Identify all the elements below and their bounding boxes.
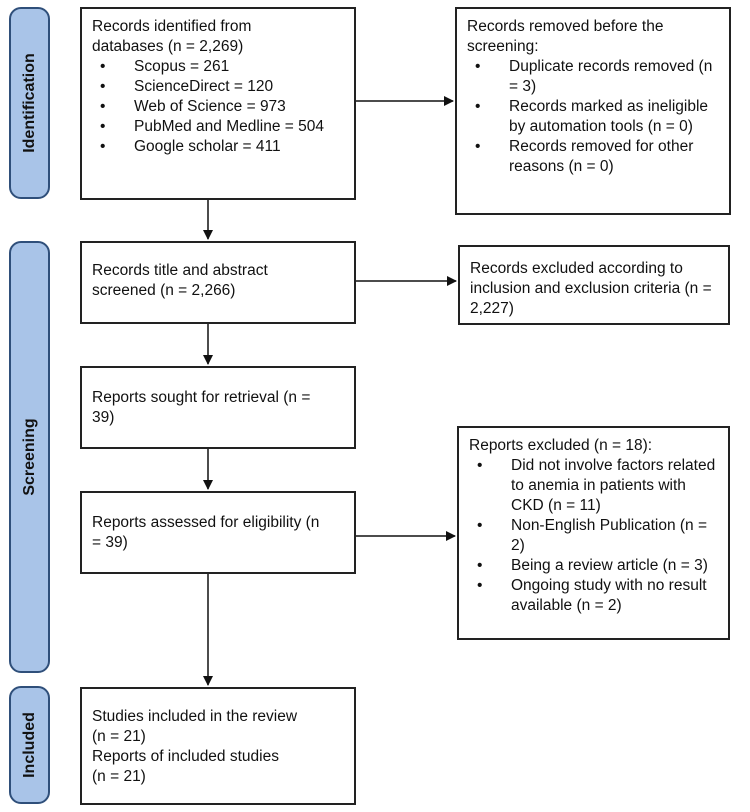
removed-list: Duplicate records removed (n = 3) Record… — [467, 57, 719, 177]
database-item: Google scholar = 411 — [92, 137, 344, 157]
removed-item: Records marked as ineligible by automati… — [467, 97, 719, 137]
reports-excluded-box: Reports excluded (n = 18): Did not invol… — [457, 426, 730, 640]
records-screened-text: Records title and abstract screened (n =… — [92, 262, 268, 299]
database-item: Scopus = 261 — [92, 57, 344, 77]
reports-excluded-list: Did not involve factors related to anemi… — [469, 456, 718, 616]
studies-included-line3: Reports of included studies — [92, 748, 279, 765]
studies-included-line1: Studies included in the review — [92, 708, 298, 725]
records-excluded-box: Records excluded according to inclusion … — [458, 245, 730, 325]
records-identified-title: Records identified from databases (n = 2… — [92, 18, 252, 55]
reports-assessed-text: Reports assessed for eligibility (n = 39… — [92, 514, 320, 551]
reports-excluded-item: Ongoing study with no result available (… — [469, 576, 718, 616]
studies-included-line4: (n = 21) — [92, 768, 146, 785]
records-removed-box: Records removed before the screening: Du… — [455, 7, 731, 215]
reports-excluded-title: Reports excluded (n = 18): — [469, 437, 653, 454]
reports-sought-box: Reports sought for retrieval (n = 39) — [80, 366, 356, 449]
removed-item: Records removed for other reasons (n = 0… — [467, 137, 719, 177]
records-screened-box: Records title and abstract screened (n =… — [80, 241, 356, 324]
database-item: ScienceDirect = 120 — [92, 77, 344, 97]
phase-screening: Screening — [9, 241, 50, 673]
phase-identification: Identification — [9, 7, 50, 199]
reports-excluded-item: Non-English Publication (n = 2) — [469, 516, 718, 556]
reports-excluded-item: Did not involve factors related to anemi… — [469, 456, 718, 516]
studies-included-line2: (n = 21) — [92, 728, 146, 745]
phase-included: Included — [9, 686, 50, 804]
database-item: Web of Science = 973 — [92, 97, 344, 117]
records-identified-box: Records identified from databases (n = 2… — [80, 7, 356, 200]
records-excluded-text: Records excluded according to inclusion … — [470, 260, 712, 317]
records-removed-title: Records removed before the screening: — [467, 18, 664, 55]
studies-included-box: Studies included in the review (n = 21) … — [80, 687, 356, 805]
database-item: PubMed and Medline = 504 — [92, 117, 344, 137]
reports-excluded-item: Being a review article (n = 3) — [469, 556, 718, 576]
reports-sought-text: Reports sought for retrieval (n = 39) — [92, 389, 311, 426]
database-list: Scopus = 261 ScienceDirect = 120 Web of … — [92, 57, 344, 157]
reports-assessed-box: Reports assessed for eligibility (n = 39… — [80, 491, 356, 574]
removed-item: Duplicate records removed (n = 3) — [467, 57, 719, 97]
